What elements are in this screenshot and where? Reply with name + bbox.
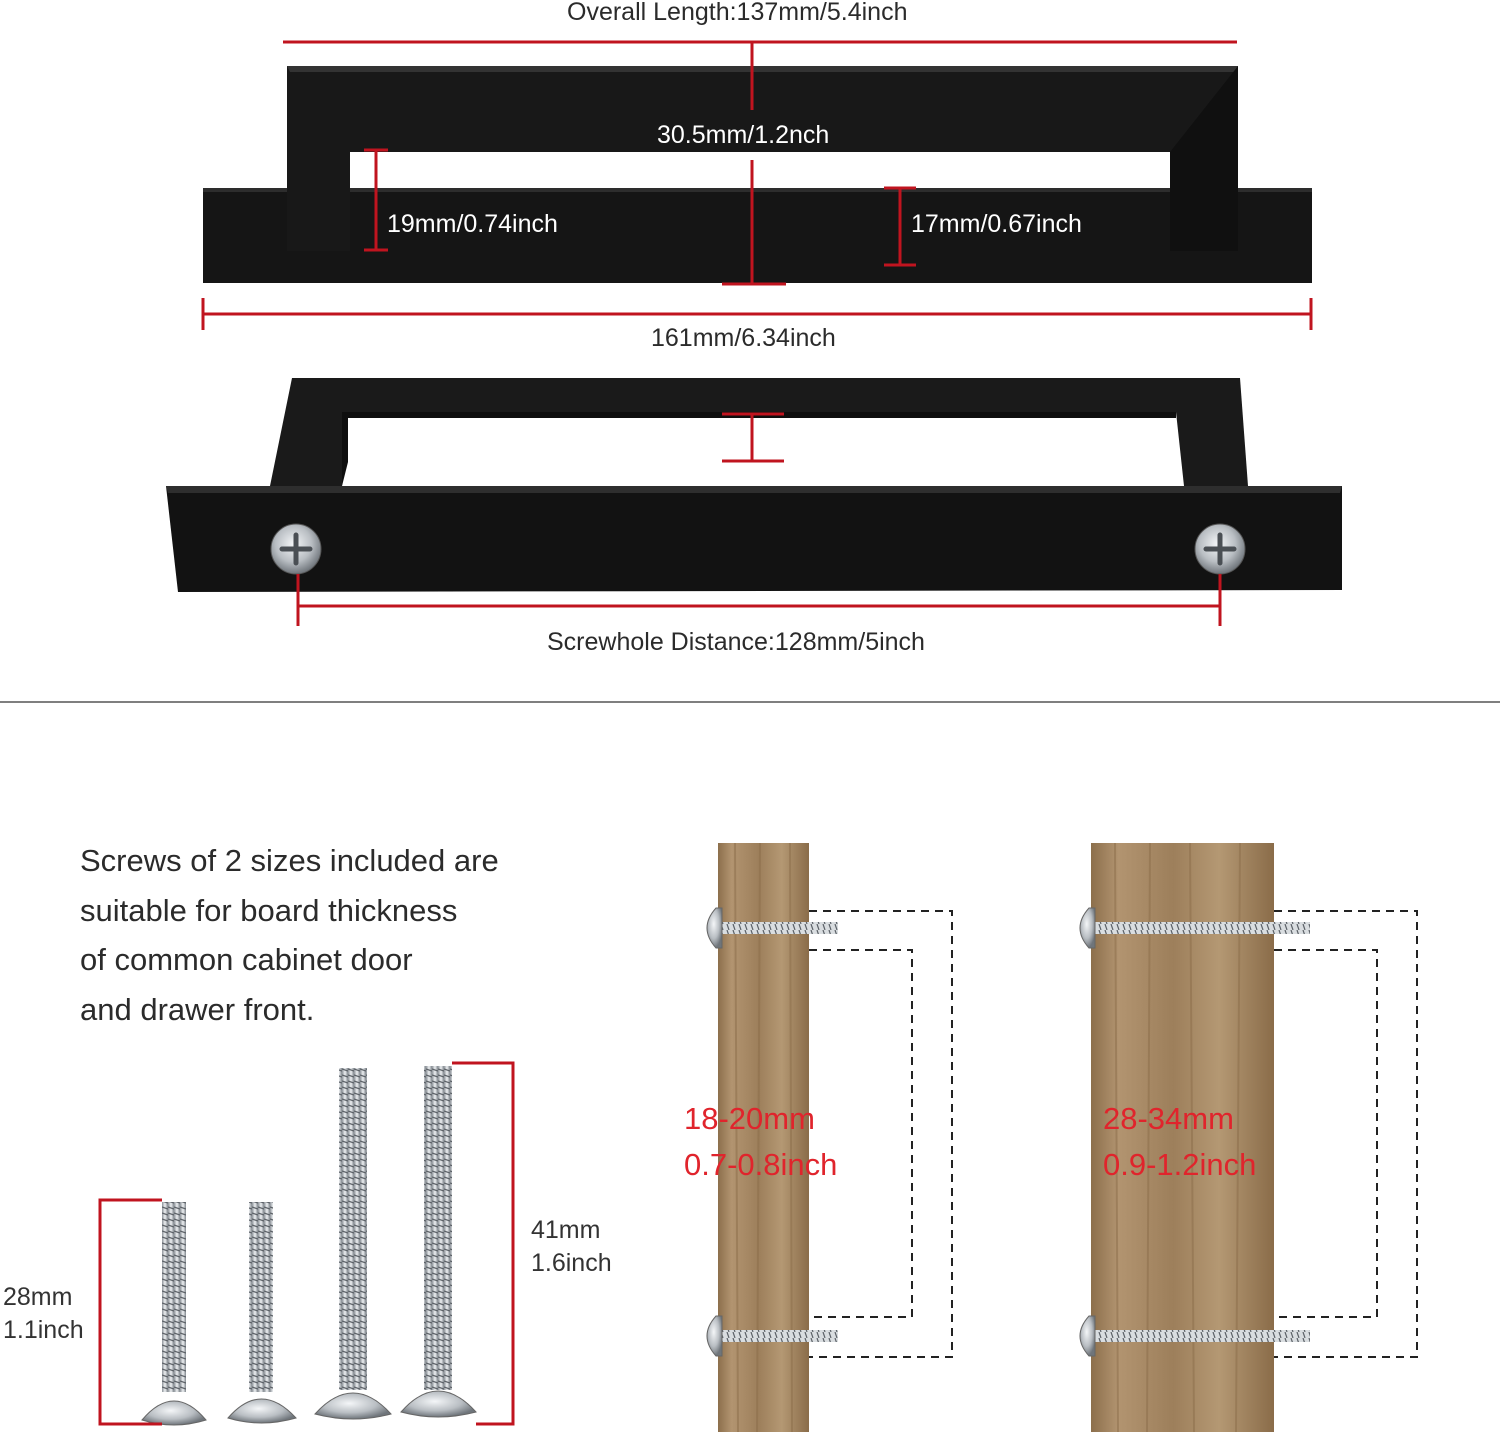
- board-thick-bottom-screw-icon: [1079, 1315, 1310, 1357]
- projection-label: 30.5mm/1.2nch: [657, 121, 830, 149]
- board-thick-thickness-label: 28-34mm 0.9-1.2inch: [1103, 1096, 1256, 1188]
- board-thin-inch: 0.7-0.8inch: [684, 1147, 838, 1182]
- long-screw-mm: 41mm: [531, 1216, 601, 1244]
- inner-clearance-label: 19mm/0.74inch: [387, 210, 558, 238]
- handle-front-plate: [166, 486, 1342, 592]
- short-screw-size-label: 28mm 1.1inch: [3, 1281, 84, 1347]
- board-thick-inch: 0.9-1.2inch: [1103, 1147, 1257, 1182]
- board-thin-top-screw-icon: [706, 907, 838, 949]
- screwhole-distance-label: Screwhole Distance:128mm/5inch: [547, 628, 925, 656]
- handle-base-plate: [203, 188, 1312, 283]
- mounting-screw-left-icon: [270, 523, 322, 575]
- description-line: and drawer front.: [80, 991, 315, 1027]
- base-height-label: 17mm/0.67inch: [911, 210, 1082, 238]
- overall-length-label: Overall Length:137mm/5.4inch: [567, 0, 908, 26]
- screw-length-brackets: [98, 1061, 515, 1426]
- long-screw-size-label: 41mm 1.6inch: [531, 1214, 612, 1280]
- dimension-lines-top: [201, 40, 1313, 330]
- board-thin-bottom-screw-icon: [706, 1315, 838, 1357]
- short-screw-inch: 1.1inch: [3, 1316, 84, 1344]
- handle-bar: [287, 66, 1238, 251]
- long-screw-inch: 1.6inch: [531, 1249, 612, 1277]
- screws-description: Screws of 2 sizes included are suitable …: [80, 836, 600, 1034]
- handle-depth-label: 9mm/0.35inch: [769, 424, 927, 452]
- board-thick: [1079, 842, 1418, 1433]
- handle-front-view: [166, 378, 1342, 592]
- long-screw-2-icon: [400, 1066, 477, 1418]
- short-screw-1-icon: [141, 1202, 207, 1426]
- description-line: suitable for board thickness: [80, 892, 458, 928]
- board-thin-mm: 18-20mm: [684, 1101, 815, 1136]
- short-screw-2-icon: [227, 1202, 297, 1424]
- description-line: of common cabinet door: [80, 942, 413, 977]
- board-thick-top-screw-icon: [1079, 907, 1310, 949]
- screw-set: [141, 1066, 477, 1426]
- mounting-screw-right-icon: [1194, 523, 1246, 575]
- long-screw-1-icon: [314, 1068, 392, 1420]
- base-length-label: 161mm/6.34inch: [651, 324, 836, 352]
- board-thick-mm: 28-34mm: [1103, 1101, 1234, 1136]
- board-thin: [706, 842, 953, 1433]
- dimension-lines-bottom: [296, 412, 1222, 626]
- short-screw-mm: 28mm: [3, 1283, 73, 1311]
- board-thin-thickness-label: 18-20mm 0.7-0.8inch: [684, 1096, 837, 1188]
- description-line: Screws of 2 sizes included are: [80, 843, 499, 878]
- handle-side-view: [203, 66, 1312, 283]
